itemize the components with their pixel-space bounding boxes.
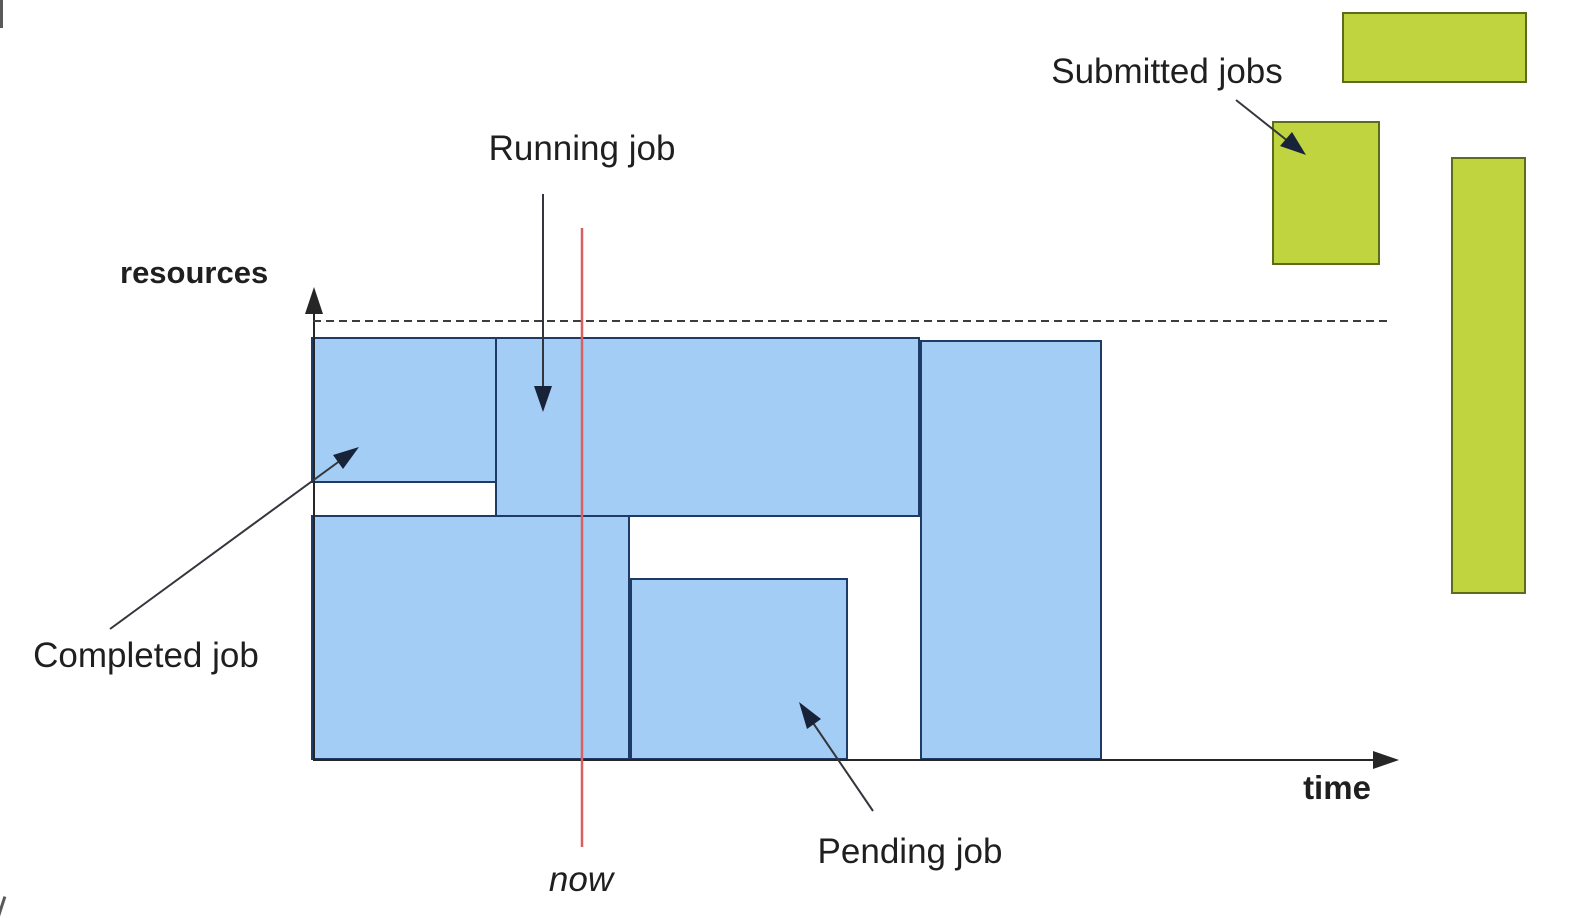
y-axis-arrowhead-icon [305,287,323,314]
submitted-jobs-label: Submitted jobs [1051,52,1283,91]
y-axis-label: resources [120,255,269,290]
right-job-box [920,340,1102,760]
running-job-label: Running job [488,129,676,168]
submitted-job-box-2 [1272,121,1380,265]
submitted-job-box-1 [1342,12,1527,83]
completed-job-box [311,337,497,483]
frame-artifact-bottom-left [0,896,7,918]
pending-job-label: Pending job [817,832,1003,871]
now-label: now [548,860,614,899]
submitted-job-box-3 [1451,157,1526,594]
frame-artifact-top-left [0,0,3,28]
bottom-left-job-box [311,515,630,760]
completed-job-arrow-line [109,459,342,630]
x-axis-arrowhead-icon [1373,751,1399,769]
pending-job-box [630,578,848,760]
completed-job-label: Completed job [33,636,259,675]
x-axis-label: time [1303,769,1371,806]
running-job-box [495,337,920,517]
